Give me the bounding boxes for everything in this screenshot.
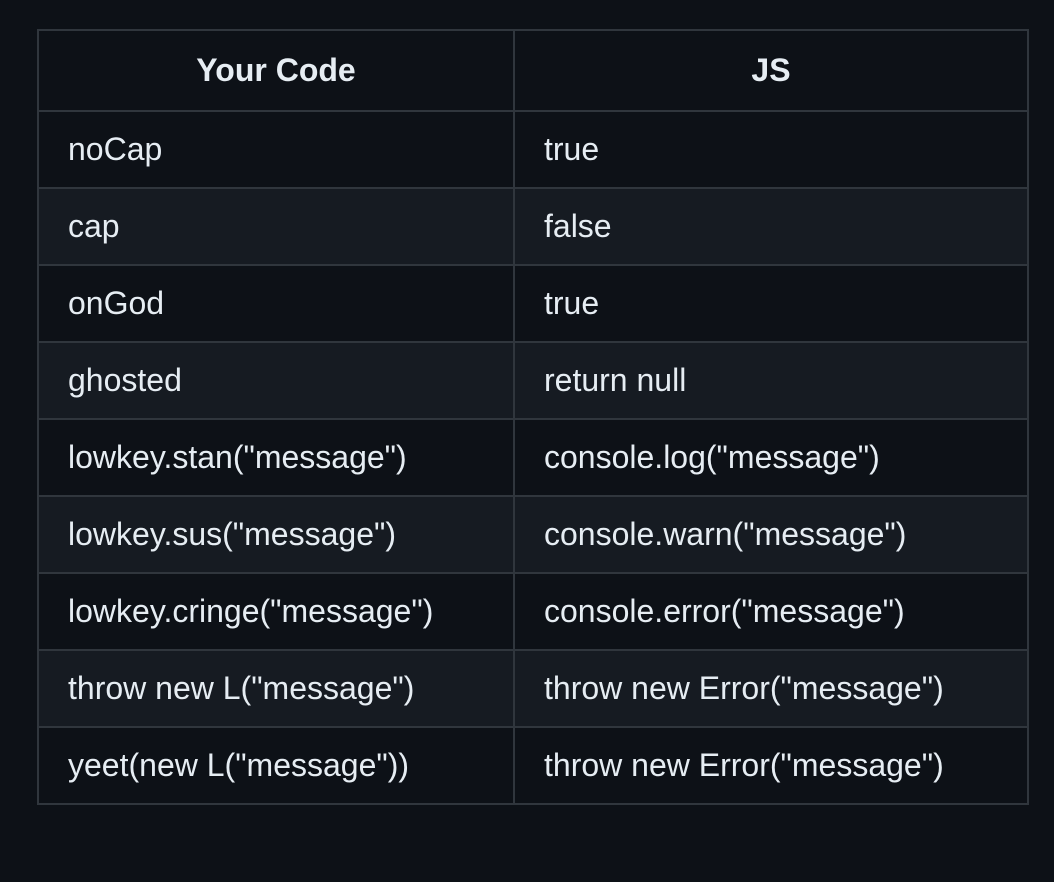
table-row: ghosted return null xyxy=(37,341,1029,420)
cell-js: throw new Error("message") xyxy=(513,649,1029,728)
cell-js: false xyxy=(513,187,1029,266)
cell-js: true xyxy=(513,264,1029,343)
cell-your-code: lowkey.sus("message") xyxy=(37,495,515,574)
table-row: lowkey.cringe("message") console.error("… xyxy=(37,572,1029,651)
cell-your-code: onGod xyxy=(37,264,515,343)
cell-js: console.error("message") xyxy=(513,572,1029,651)
cell-your-code: lowkey.cringe("message") xyxy=(37,572,515,651)
cell-js: true xyxy=(513,110,1029,189)
cell-your-code: noCap xyxy=(37,110,515,189)
cell-your-code: cap xyxy=(37,187,515,266)
cell-js: throw new Error("message") xyxy=(513,726,1029,805)
cell-your-code: throw new L("message") xyxy=(37,649,515,728)
header-your-code: Your Code xyxy=(37,29,515,112)
cell-js: console.log("message") xyxy=(513,418,1029,497)
table-row: onGod true xyxy=(37,264,1029,343)
table-header-row: Your Code JS xyxy=(37,29,1029,112)
cell-your-code: lowkey.stan("message") xyxy=(37,418,515,497)
cell-js: console.warn("message") xyxy=(513,495,1029,574)
table-row: noCap true xyxy=(37,110,1029,189)
syntax-mapping-table: Your Code JS noCap true cap false onGod … xyxy=(37,29,1029,805)
header-js: JS xyxy=(513,29,1029,112)
cell-your-code: ghosted xyxy=(37,341,515,420)
table-row: yeet(new L("message")) throw new Error("… xyxy=(37,726,1029,805)
cell-your-code: yeet(new L("message")) xyxy=(37,726,515,805)
table-row: throw new L("message") throw new Error("… xyxy=(37,649,1029,728)
cell-js: return null xyxy=(513,341,1029,420)
table-container: Your Code JS noCap true cap false onGod … xyxy=(37,29,1029,805)
table-row: cap false xyxy=(37,187,1029,266)
table-row: lowkey.stan("message") console.log("mess… xyxy=(37,418,1029,497)
table-row: lowkey.sus("message") console.warn("mess… xyxy=(37,495,1029,574)
